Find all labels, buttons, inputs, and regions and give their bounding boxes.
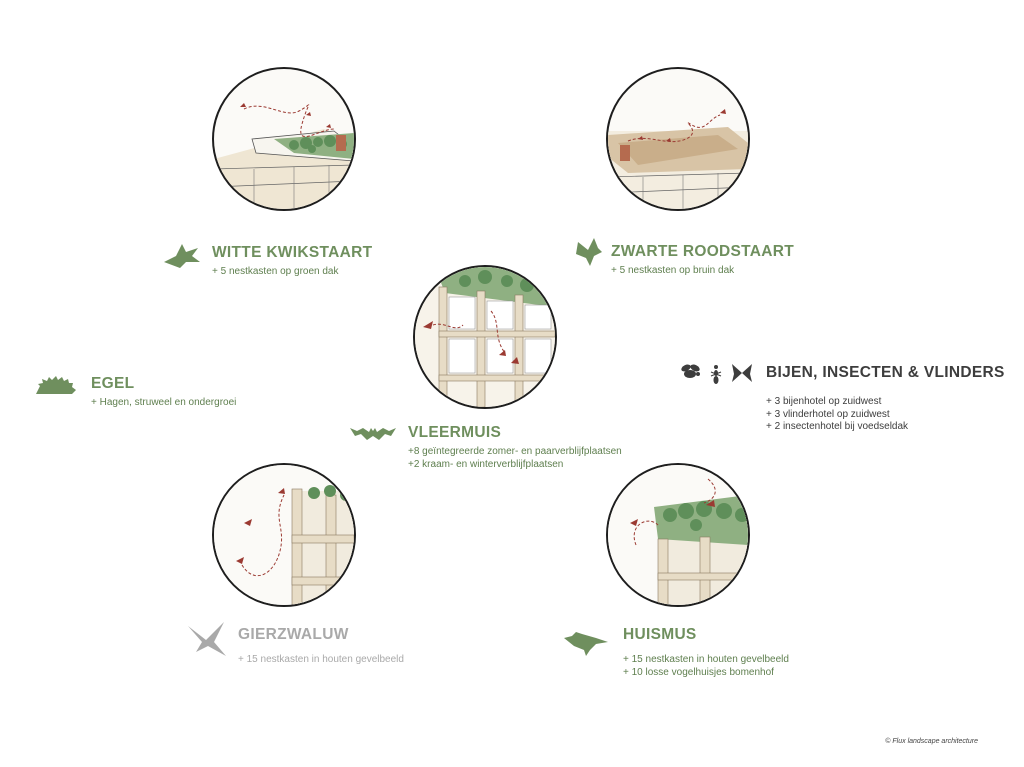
species-line: +2 kraam- en winterverblijfplaatsen xyxy=(408,458,564,470)
illustration-brown-roof xyxy=(606,67,750,211)
species-title: VLEERMUIS xyxy=(408,424,502,441)
species-line: + 3 bijenhotel op zuidwest xyxy=(766,396,882,407)
species-title: BIJEN, INSECTEN & VLINDERS xyxy=(766,364,1005,381)
species-line: + 15 nestkasten in houten gevelbeeld xyxy=(623,654,789,665)
species-title: GIERZWALUW xyxy=(238,626,349,643)
species-huismus: HUISMUS + 15 nestkasten in houten gevelb… xyxy=(623,626,789,679)
species-title: HUISMUS xyxy=(623,626,697,643)
species-gierzwaluw: GIERZWALUW + 15 nestkasten in houten gev… xyxy=(238,626,404,667)
illustration-sparrow-roof xyxy=(606,463,750,607)
species-witte-kwikstaart: WITTE KWIKSTAART + 5 nestkasten op groen… xyxy=(212,244,372,279)
copyright-note: © Flux landscape architecture xyxy=(885,738,978,745)
species-line: + Hagen, struweel en ondergroei xyxy=(91,397,237,408)
species-egel: EGEL + Hagen, struweel en ondergroei xyxy=(91,375,236,410)
species-line: + 2 insectenhotel bij voedseldak xyxy=(766,421,909,432)
bat-icon xyxy=(349,424,397,444)
species-line: +8 geïntegreerde zomer- en paarverblijfp… xyxy=(408,446,622,457)
species-vleermuis: VLEERMUIS +8 geïntegreerde zomer- en paa… xyxy=(408,424,622,471)
species-bijen-insecten-vlinders: BIJEN, INSECTEN & VLINDERS + 3 bijenhote… xyxy=(766,364,1005,434)
illustration-green-roof xyxy=(212,67,356,211)
species-title: ZWARTE ROODSTAART xyxy=(611,243,795,260)
species-line: + 5 nestkasten op groen dak xyxy=(212,266,339,277)
wagtail-icon xyxy=(162,240,202,270)
species-line: + 3 vlinderhotel op zuidwest xyxy=(766,408,890,420)
illustration-bat-facade xyxy=(413,265,557,409)
redstart-icon xyxy=(574,236,604,270)
species-line: + 5 nestkasten op bruin dak xyxy=(611,265,735,276)
hedgehog-icon xyxy=(34,376,78,396)
illustration-swift-facade xyxy=(212,463,356,607)
bee-ant-butterfly-icon xyxy=(678,360,756,386)
species-title: WITTE KWIKSTAART xyxy=(212,244,373,261)
species-zwarte-roodstaart: ZWARTE ROODSTAART + 5 nestkasten op brui… xyxy=(611,243,794,278)
sparrow-icon xyxy=(562,628,610,658)
species-line: + 15 nestkasten in houten gevelbeeld xyxy=(238,654,404,665)
species-title: EGEL xyxy=(91,375,135,392)
species-line: + 10 losse vogelhuisjes bomenhof xyxy=(623,666,774,678)
swift-icon xyxy=(186,622,230,658)
